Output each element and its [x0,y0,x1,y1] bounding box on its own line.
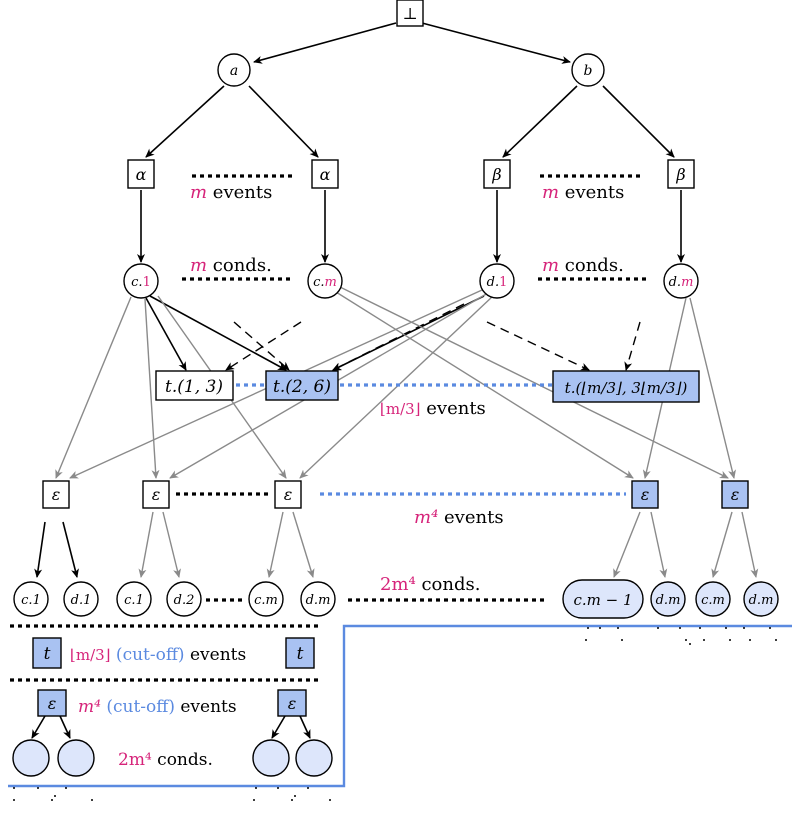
svg-text:c.m: c.m [313,275,337,290]
svg-text:c.1: c.1 [21,593,41,608]
svg-text:t.(2, 6): t.(2, 6) [273,377,331,397]
label-cutoff-e-events: m⁴ (cut-off) events [78,697,237,717]
svg-text:c.m: c.m [254,593,278,608]
svg-text:α: α [320,165,331,184]
svg-text:β: β [675,165,685,184]
cutoff-epsilon-left: ε [37,689,67,717]
condition-c1: c.1 [123,263,159,299]
svg-text:t: t [297,644,304,664]
svg-text:d.m: d.m [306,593,331,608]
svg-text:d.m: d.m [749,593,774,608]
event-epsilon-3: ε [274,480,302,509]
event-beta-m: β [667,159,695,189]
cond-cm-3: c.m [695,581,731,617]
condition-dm: d.m [663,263,699,299]
svg-text:c.1: c.1 [131,275,151,290]
svg-text:ε: ε [48,694,57,713]
svg-text:ε: ε [152,485,161,504]
cutoff-cond-1 [12,739,50,777]
svg-text:c.m: c.m [701,593,725,608]
svg-text:c.m − 1: c.m − 1 [573,591,632,609]
svg-text:c.1: c.1 [124,593,144,608]
continuation-dots [13,627,777,801]
event-alpha-1: α [127,159,155,189]
svg-text:d.1: d.1 [71,593,92,608]
event-beta-1: β [483,159,511,189]
label-2m4-conds: 2m⁴ conds. [380,574,480,595]
label-m-events-right: m events [542,182,624,203]
event-t-1-3: t.(1, 3) [155,370,234,401]
svg-text:t.(⌊m/3⌋, 3⌊m/3⌋): t.(⌊m/3⌋, 3⌊m/3⌋) [565,379,688,397]
label-m-conds-left: m conds. [190,255,272,276]
svg-text:β: β [491,165,501,184]
cond-dm-2: d.m [650,581,686,617]
event-epsilon-5: ε [721,480,749,509]
cutoff-t-right: t [285,637,315,669]
condition-b: b [571,53,605,87]
cond-d1-a: d.1 [63,581,99,617]
event-epsilon-2: ε [142,480,170,509]
label-bottom-2m4-conds: 2m⁴ conds. [118,750,213,770]
dashed-arcs [225,303,641,371]
label-cutoff-t-events: ⌊m/3⌋ (cut-off) events [70,645,246,665]
svg-text:⊥: ⊥ [402,4,417,23]
svg-text:d.m: d.m [656,593,681,608]
event-t-2-6: t.(2, 6) [265,370,339,401]
svg-text:b: b [584,63,593,79]
cond-cm: c.m [248,581,284,617]
cutoff-epsilon-right: ε [277,689,307,717]
label-m-events-left: m events [190,182,272,203]
svg-text:t: t [44,644,51,664]
cutoff-cond-2 [57,739,95,777]
event-t-last: t.(⌊m/3⌋, 3⌊m/3⌋) [552,370,700,403]
cutoff-cond-4 [295,739,333,777]
black-dotted-lines [10,174,646,682]
svg-text:ε: ε [284,485,293,504]
svg-text:t.(1, 3): t.(1, 3) [165,377,223,397]
svg-text:a: a [230,63,238,79]
svg-text:ε: ε [731,485,740,504]
svg-text:α: α [136,165,147,184]
event-epsilon-1: ε [42,480,70,509]
cond-c1-b: c.1 [116,581,152,617]
blue-dotted-lines [236,383,626,496]
label-m4-events: m⁴ events [414,507,504,528]
cond-c1-a: c.1 [13,581,49,617]
label-m-conds-right: m conds. [542,255,624,276]
condition-a: a [217,53,251,87]
cond-row: c.1 d.1 c.1 d.2 c.m d.m c.m − 1 d.m [13,579,779,619]
svg-text:ε: ε [641,485,650,504]
cond-d2: d.2 [166,581,202,617]
label-floor-events: ⌊m/3⌋ events [380,398,486,419]
cond-dm: d.m [300,581,336,617]
condition-d1: d.1 [479,263,515,299]
cutoff-boundary [8,624,792,788]
black-arcs [31,22,685,739]
svg-text:ε: ε [52,485,61,504]
gray-arcs [55,286,759,578]
svg-text:ε: ε [288,694,297,713]
cond-cm-minus-1: c.m − 1 [562,579,644,619]
cutoff-cond-3 [252,739,290,777]
event-alpha-m: α [311,159,339,189]
svg-text:d.1: d.1 [487,275,508,290]
svg-text:d.m: d.m [669,275,694,290]
event-epsilon-4: ε [631,480,659,509]
cutoff-t-left: t [32,637,62,669]
cutoff-conditions [12,739,333,777]
svg-text:d.2: d.2 [174,593,195,608]
condition-cm: c.m [307,263,343,299]
cond-dm-3: d.m [743,581,779,617]
bottom-event: ⊥ [396,0,424,27]
